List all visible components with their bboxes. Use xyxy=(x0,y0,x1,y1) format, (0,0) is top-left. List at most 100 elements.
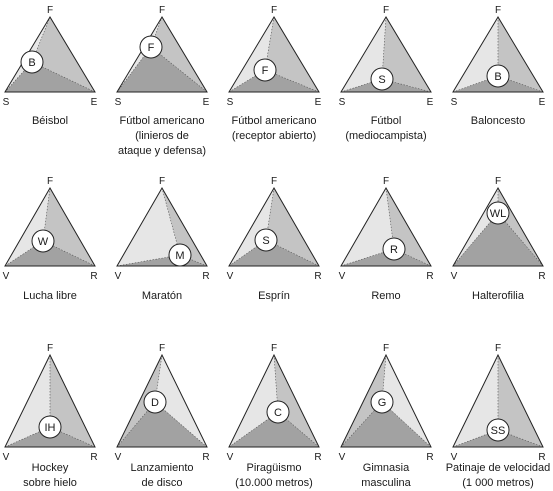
marker-circle xyxy=(139,35,163,59)
guide-line xyxy=(228,69,266,93)
vertex-label-left: V xyxy=(3,452,10,463)
marker-circle xyxy=(382,237,406,261)
vertex-label-right: R xyxy=(90,271,97,282)
triangle-outline xyxy=(340,16,432,93)
marker-label: D xyxy=(151,397,159,409)
marker-circle xyxy=(20,50,44,74)
vertex-label-right: E xyxy=(315,97,322,108)
panel-caption: Maratón xyxy=(142,290,182,302)
region-mid xyxy=(265,17,319,92)
guide-line xyxy=(116,46,152,93)
panel-caption: Baloncesto xyxy=(471,115,525,127)
guide-line xyxy=(161,187,181,256)
region-mid xyxy=(151,17,207,92)
vertex-label-top: F xyxy=(495,5,501,16)
vertex-label-left: V xyxy=(115,452,122,463)
panel-caption: (mediocampista) xyxy=(345,130,426,142)
triangle-outline xyxy=(340,353,432,448)
marker-label: F xyxy=(148,42,155,54)
panel-caption: Hockey xyxy=(32,462,69,474)
marker-circle xyxy=(253,58,277,82)
region-dark xyxy=(453,213,543,266)
marker-label: M xyxy=(175,250,184,262)
triangle-outline xyxy=(228,353,320,448)
marker-label: SS xyxy=(491,425,506,437)
panel-caption: (receptor abierto) xyxy=(232,130,316,142)
region-mid xyxy=(32,17,95,92)
triangle-outline xyxy=(228,186,320,267)
marker-label: R xyxy=(390,244,398,256)
marker-circle xyxy=(31,229,55,253)
panel-caption: Fútbol americano xyxy=(120,115,205,127)
region-dark xyxy=(341,249,431,266)
triangle-outline xyxy=(452,353,544,448)
vertex-label-top: F xyxy=(271,176,277,187)
marker-label: S xyxy=(262,235,269,247)
guide-line xyxy=(497,212,544,267)
panel-caption: Fútbol americano xyxy=(232,115,317,127)
vertex-label-top: F xyxy=(47,5,53,16)
vertex-label-right: R xyxy=(202,271,209,282)
marker-circle xyxy=(38,415,62,439)
triangle-outline xyxy=(116,353,208,448)
region-mid xyxy=(43,188,95,266)
triangle-outline xyxy=(4,186,96,267)
vertex-label-left: S xyxy=(227,97,234,108)
vertex-label-left: S xyxy=(339,97,346,108)
triangle-outline xyxy=(116,186,208,267)
panel-caption: Gimnasia xyxy=(363,462,410,474)
region-light xyxy=(155,355,207,447)
triangle-outline xyxy=(452,186,544,267)
triangle-outline xyxy=(228,16,320,93)
region-dark xyxy=(229,70,319,92)
vertex-label-top: F xyxy=(271,343,277,354)
panel-caption: ataque y defensa) xyxy=(118,145,206,157)
panel-caption: Piragüismo xyxy=(246,462,301,474)
marker-circle xyxy=(486,64,510,88)
vertex-label-right: R xyxy=(202,452,209,463)
marker-label: G xyxy=(378,397,387,409)
vertex-label-left: V xyxy=(227,271,234,282)
vertex-label-right: R xyxy=(426,271,433,282)
vertex-label-right: R xyxy=(314,271,321,282)
vertex-label-right: E xyxy=(539,97,546,108)
marker-label: W xyxy=(38,236,49,248)
vertex-label-left: V xyxy=(115,271,122,282)
guide-line xyxy=(340,401,383,448)
vertex-label-right: R xyxy=(90,452,97,463)
guide-line xyxy=(228,411,279,448)
marker-circle xyxy=(168,243,192,267)
marker-label: IH xyxy=(45,422,56,434)
panel-caption: Patinaje de velocidad xyxy=(446,462,551,474)
marker-label: B xyxy=(494,71,501,83)
panel-caption: sobre hielo xyxy=(23,477,77,489)
panel-caption: Halterofilia xyxy=(472,290,525,302)
panel-5: F S E B Baloncesto xyxy=(451,5,546,127)
vertex-label-top: F xyxy=(47,176,53,187)
region-dark xyxy=(341,402,431,447)
marker-label: B xyxy=(28,57,35,69)
marker-label: C xyxy=(274,407,282,419)
vertex-label-top: F xyxy=(271,5,277,16)
guide-line xyxy=(31,61,96,93)
panel-caption: de disco xyxy=(142,477,183,489)
guide-line xyxy=(150,16,163,48)
vertex-label-left: V xyxy=(339,452,346,463)
vertex-label-top: F xyxy=(495,343,501,354)
panel-caption: Fútbol xyxy=(371,115,402,127)
vertex-label-left: S xyxy=(115,97,122,108)
panel-caption: Lucha libre xyxy=(23,290,77,302)
triangle-outline xyxy=(340,186,432,267)
guide-line xyxy=(49,426,96,448)
guide-line xyxy=(4,426,51,448)
vertex-label-left: S xyxy=(451,97,458,108)
